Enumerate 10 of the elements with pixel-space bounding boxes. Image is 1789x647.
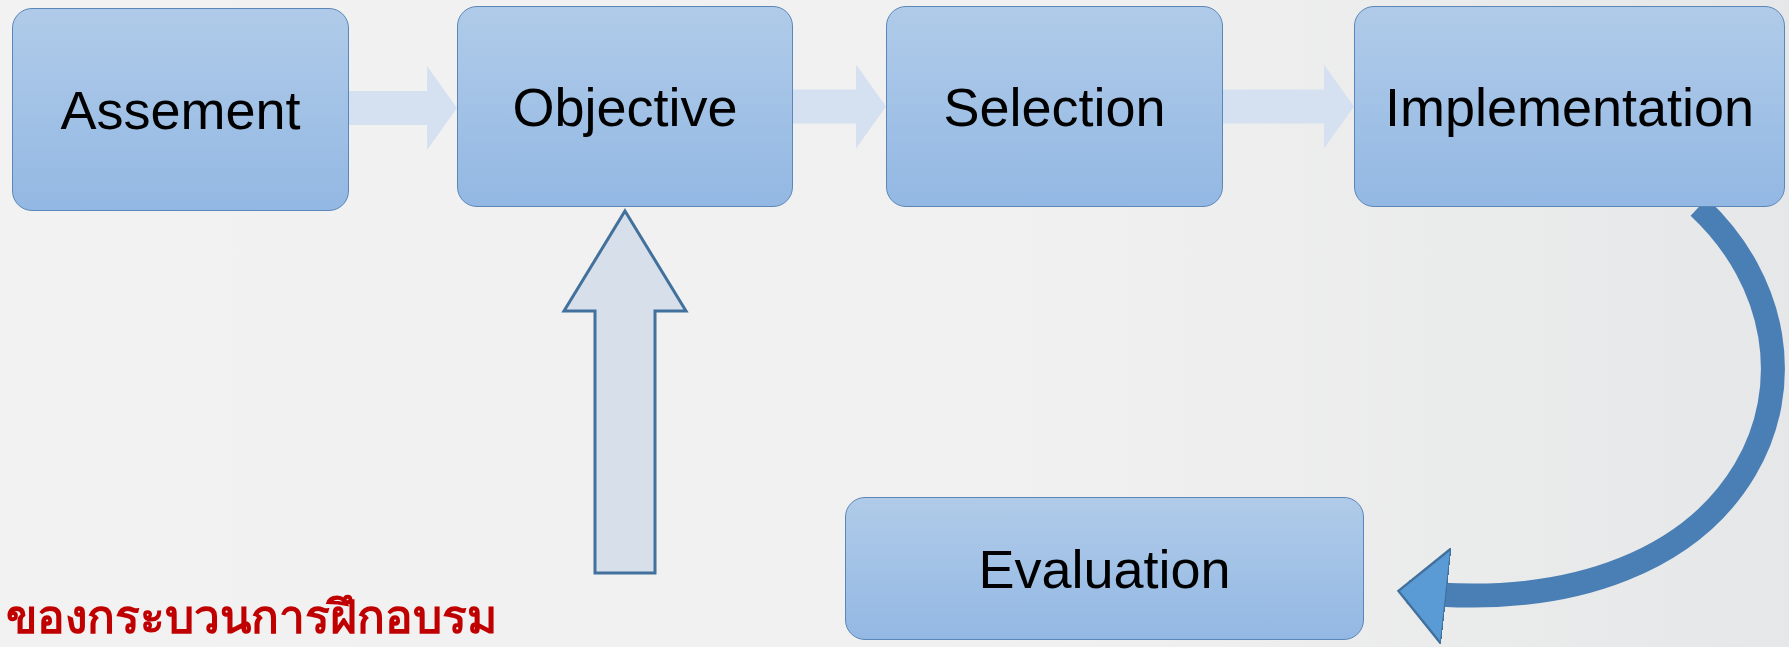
process-box: Assement bbox=[12, 8, 349, 211]
process-box: Objective bbox=[457, 6, 793, 207]
caption: ของกระบวนการฝึกอบรม bbox=[6, 589, 497, 646]
process-box: Implementation bbox=[1354, 6, 1785, 207]
process-box: Selection bbox=[886, 6, 1223, 207]
process-box: Evaluation bbox=[845, 497, 1364, 640]
chevron-arrow bbox=[349, 66, 457, 150]
chevron-arrow bbox=[793, 64, 886, 149]
block-arrow bbox=[561, 208, 689, 575]
chevron-arrow bbox=[1223, 64, 1354, 149]
